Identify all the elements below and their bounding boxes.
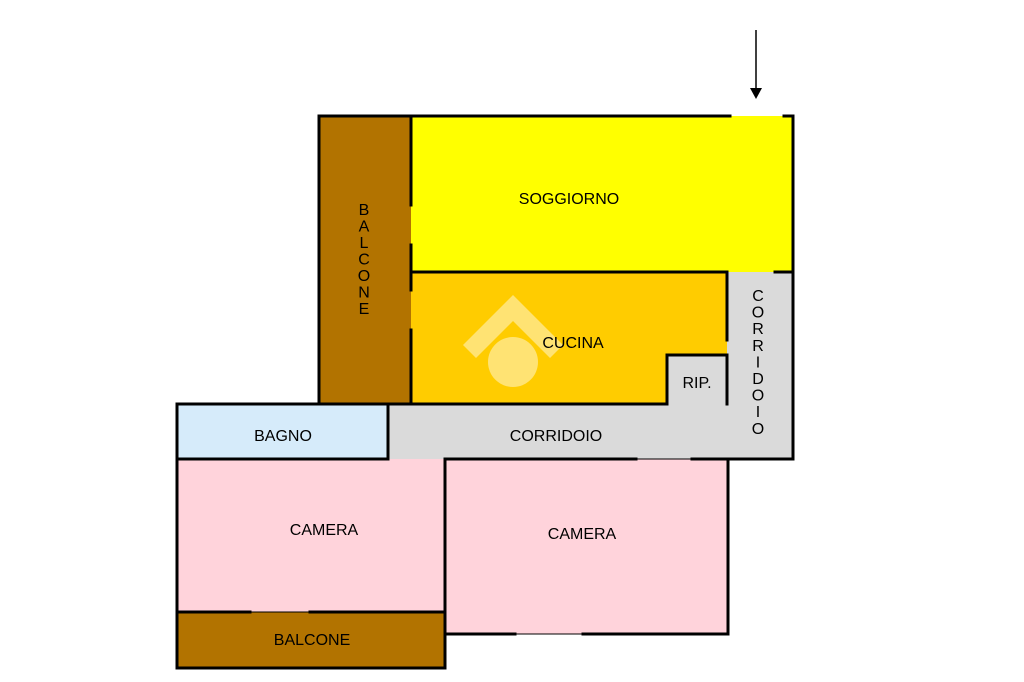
label-camera-left: CAMERA bbox=[290, 522, 359, 539]
label-soggiorno: SOGGIORNO bbox=[519, 191, 619, 208]
room-balcone-bottom bbox=[177, 612, 445, 668]
room-balcone-vertical bbox=[319, 116, 411, 404]
arrow-down-icon bbox=[750, 30, 762, 99]
room-bagno bbox=[177, 404, 388, 459]
label-corridoio: CORRIDOIO bbox=[510, 428, 602, 445]
door-marks bbox=[250, 458, 692, 635]
room-camera-left bbox=[177, 459, 445, 612]
house-logo-icon bbox=[463, 295, 563, 387]
label-balcone-bottom: BALCONE bbox=[274, 632, 350, 649]
label-ripostiglio: RIP. bbox=[682, 375, 711, 392]
label-bagno: BAGNO bbox=[254, 428, 312, 445]
room-ripostiglio bbox=[667, 355, 727, 404]
room-camera-right bbox=[445, 459, 728, 634]
room-corridoio-vertical bbox=[727, 272, 793, 459]
label-cucina: CUCINA bbox=[542, 335, 604, 352]
room-soggiorno bbox=[411, 116, 793, 272]
walls bbox=[175, 114, 795, 670]
label-camera-right: CAMERA bbox=[548, 526, 617, 543]
room-corridoio bbox=[388, 404, 727, 459]
